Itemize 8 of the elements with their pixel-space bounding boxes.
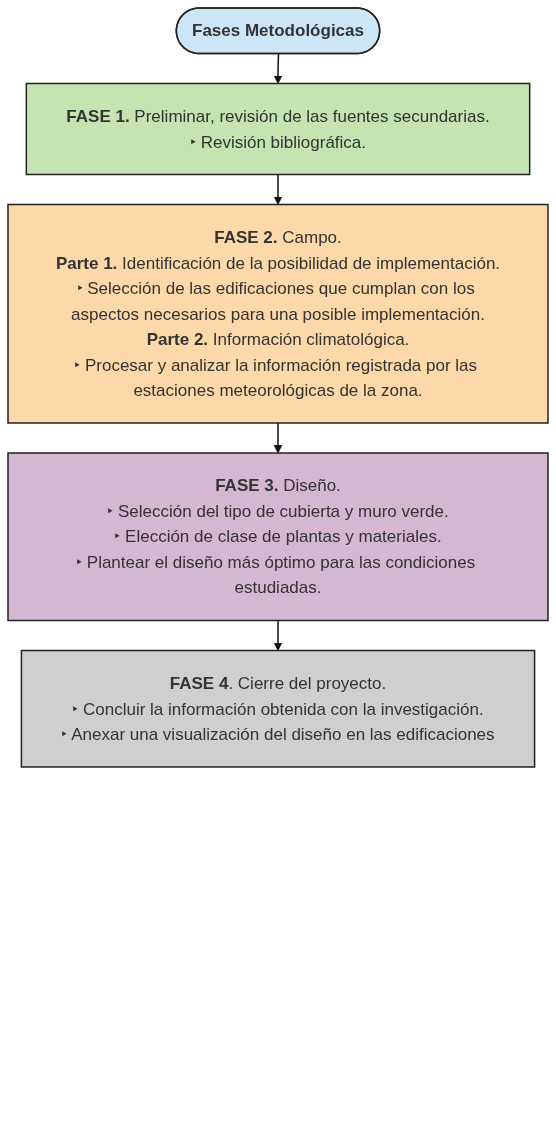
arrow xyxy=(273,422,283,454)
node-box: FASE 1. Preliminar, revisión de las fuentes secundarias. ‣ Revisión bibliográfica. xyxy=(25,82,531,176)
arrow xyxy=(273,53,283,84)
arrow xyxy=(273,173,283,205)
node-box: FASE 3. Diseño. ‣ Selección del tipo de cubierta y muro verde. ‣ Elección de clase de plantas y materiales. ‣ Plantear el diseño más óptimo para las condiciones estudiadas. xyxy=(7,452,549,622)
node-box: FASE 4. Cierre del proyecto. ‣ Concluir la información obtenida con la investigación. ‣ Anexar una visualización del diseño en las edificaciones xyxy=(20,649,536,768)
node-box: FASE 2. Campo. Parte 1. Identificación de la posibilidad de implementación. ‣ Selección de las edificaciones que cumplan con los aspectos necesarios para una posible implementación. Parte 2. Información climatológica. ‣ Procesar y analizar la información registrada por las estaciones meteorológicas de la zona. xyxy=(7,203,549,424)
arrow xyxy=(273,619,283,651)
